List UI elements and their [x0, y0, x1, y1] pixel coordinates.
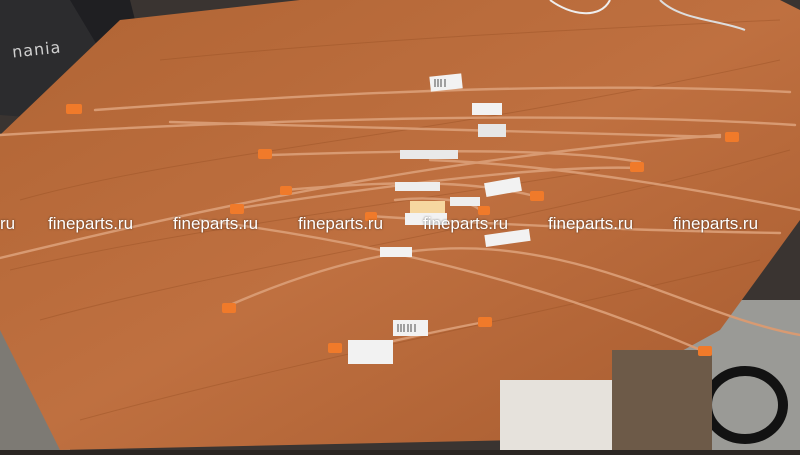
cap — [698, 346, 712, 356]
cap — [328, 343, 342, 353]
watermark: fineparts.ru — [673, 214, 759, 233]
cap — [630, 162, 644, 172]
watermark: fineparts.ru — [173, 214, 259, 233]
barcode-labels — [348, 73, 531, 364]
cap — [66, 104, 82, 114]
cardboard-box — [612, 350, 712, 450]
cap — [530, 191, 544, 201]
wood-grain — [9, 19, 791, 421]
cap — [478, 206, 490, 215]
cap — [725, 132, 739, 142]
cap — [230, 204, 244, 214]
paper-bag — [500, 380, 620, 450]
fitting-caps — [66, 104, 739, 356]
cap — [478, 317, 492, 327]
watermark-partial: ru — [0, 214, 16, 233]
brake-tubes — [0, 86, 800, 354]
watermark: fineparts.ru — [48, 214, 134, 233]
white-cable — [549, 0, 611, 15]
cap — [258, 149, 272, 159]
cap — [365, 212, 377, 221]
cap — [222, 303, 236, 313]
cap — [280, 186, 292, 195]
white-cable-2 — [659, 0, 746, 31]
watermark: fineparts.ru — [298, 214, 384, 233]
watermark: fineparts.ru — [548, 214, 634, 233]
watermark: fineparts.ru — [423, 214, 509, 233]
